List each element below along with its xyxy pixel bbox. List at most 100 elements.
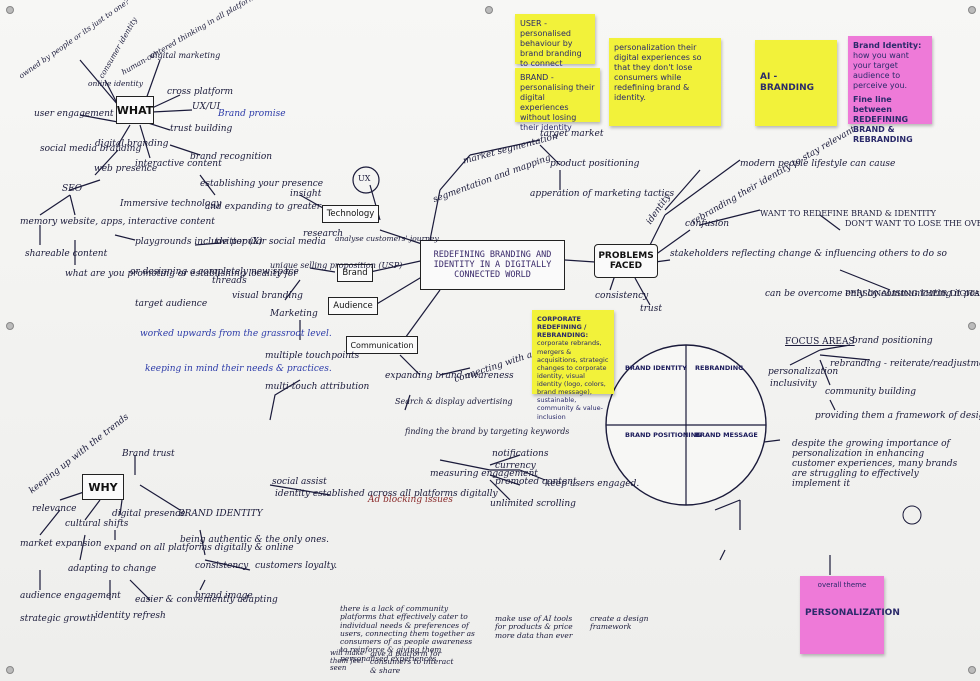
sticky-body: how you want your target audience to per… [853,51,909,90]
why-item: BRAND IDENTITY [178,509,263,519]
sticky-heading: Brand Identity: [853,41,922,50]
sticky-note: AI - BRANDING [755,40,837,126]
note-text: there is a lack of community platforms t… [340,604,475,663]
middle-item: currency [495,461,536,471]
middle-item: finding the brand by targeting keywords [405,427,570,436]
middle-item: social assist [272,477,327,487]
quadrant-label: REBRANDING [695,364,744,372]
what-item: UX/UI [192,102,221,112]
what-item: memory [20,217,58,227]
what-item: interactive content [135,159,222,169]
what-node: WHAT [116,96,154,124]
brand-node: Brand [337,264,373,282]
problems-item: PERSONALISING THEIR DIGITAL EXPERIENCES. [845,289,980,298]
middle-item: analyse customers' journey [335,234,439,243]
middle-item: Ad blocking issues [368,495,453,505]
problems-item: confusion [685,219,730,229]
middle-item: worked upwards from the grassroot level. [140,329,332,339]
middle-item: identity established across all platform… [275,489,498,499]
pin [968,666,976,674]
why-item: easier & conveniently adapting [135,595,278,605]
what-item: online identity [88,79,143,88]
sticky-small-label: overall theme [817,581,867,589]
why-item: identity refresh [95,611,166,621]
pin [6,666,14,674]
why-item: strategic growth [20,614,96,624]
what-item: digital marketing [150,51,221,60]
focus-item: personalization [768,367,839,377]
pin [6,6,14,14]
middle-item: keep users engaged. [545,479,640,489]
why-item: market expansion [20,539,102,549]
pin [485,6,493,14]
what-item: brand recognition [190,152,273,162]
why-item: audience engagement [20,591,121,601]
problems-item: can be overcome only by communicating it… [765,289,980,299]
quadrant-label: BRAND POSITIONING [625,431,702,439]
focus-label: FOCUS AREAS [785,337,855,347]
middle-item: target market [540,129,604,139]
what-item: Brand promise [218,109,286,119]
sticky-body: corporate rebrands, mergers & acquisitio… [537,339,609,421]
sticky-heading: CORPORATE REDEFINING / REBRANDING: [537,315,589,340]
what-item: playgrounds include popular social media [135,237,326,247]
note-text: give a platform for consumers to interac… [370,649,454,675]
center-title: REDEFINING BRANDING AND IDENTITY IN A DI… [420,240,565,290]
what-item: Immersive technology [120,199,222,209]
what-item: digital branding [95,139,169,149]
focus-item: brand positioning [852,336,933,346]
what-item: twitter (X) [215,237,263,247]
sticky-heading: Fine line between REDEFINING BRAND & REB… [853,95,913,144]
why-item: Brand trust [122,449,175,459]
middle-item: promoted content [495,477,577,487]
note-text: despite the growing importance of person… [792,439,958,489]
ux-label: UX [358,174,371,183]
problems-node: PROBLEMS FACED [594,244,658,278]
note-text: will make them feel seen [330,649,365,673]
middle-item: multiple touchpoints [265,351,360,361]
sticky-note: Brand Identity: how you want your target… [848,36,932,144]
note-text: make use of AI tools for products & pric… [495,614,573,640]
pin [6,322,14,330]
sticky-note: CORPORATE REDEFINING / REBRANDING: corpo… [532,310,614,421]
why-item: adapting to change [68,564,157,574]
why-item: expand on all platforms digitally & onli… [104,543,294,553]
why-item: digital presence [112,509,186,519]
middle-item: insight [290,189,322,199]
what-item: web presence [94,164,158,174]
technology-node: Technology [322,205,379,223]
what-item: website, apps, interactive content [60,217,215,227]
what-item: establishing your presence [200,179,324,189]
middle-item: unique selling proposition (USP) [270,261,403,270]
why-item: being authentic & the only ones. [180,535,330,545]
sticky-note: personalization their digital experience… [609,38,721,126]
sticky-note: USER - personalised behaviour by brand b… [515,14,595,78]
what-item: shareable content [25,249,108,259]
middle-item: research [303,229,344,239]
middle-item: measuring engagement [430,469,538,479]
problems-item: WANT TO REDEFINE BRAND & IDENTITY [760,209,936,218]
why-item: customers loyalty. [255,561,338,571]
middle-item: apperation of marketing tactics [530,189,675,199]
middle-item: multi-touch attribution [265,382,370,392]
why-node: WHY [82,474,124,500]
problems-item: consistency [595,291,649,301]
middle-item: unlimited scrolling [490,499,576,509]
what-item: social media branding [40,144,142,154]
pin [968,6,976,14]
why-item: brand image [195,591,253,601]
middle-item: Search & display advertising [395,397,513,406]
middle-item: keeping in mind their needs & practices. [145,364,332,374]
what-item: trust building [170,124,233,134]
focus-item: community building [825,387,917,397]
sticky-note: overall theme PERSONALIZATION [800,576,900,654]
sticky-note: BRAND - personalising their digital expe… [515,68,600,132]
focus-item: inclusivity [770,379,817,389]
middle-item: Marketing [270,309,318,319]
sticky-heading: PERSONALIZATION [805,607,900,618]
problems-item: trust [640,304,662,314]
what-item: what are you promoting or establishing l… [65,269,298,279]
middle-item: visual branding [232,291,303,301]
